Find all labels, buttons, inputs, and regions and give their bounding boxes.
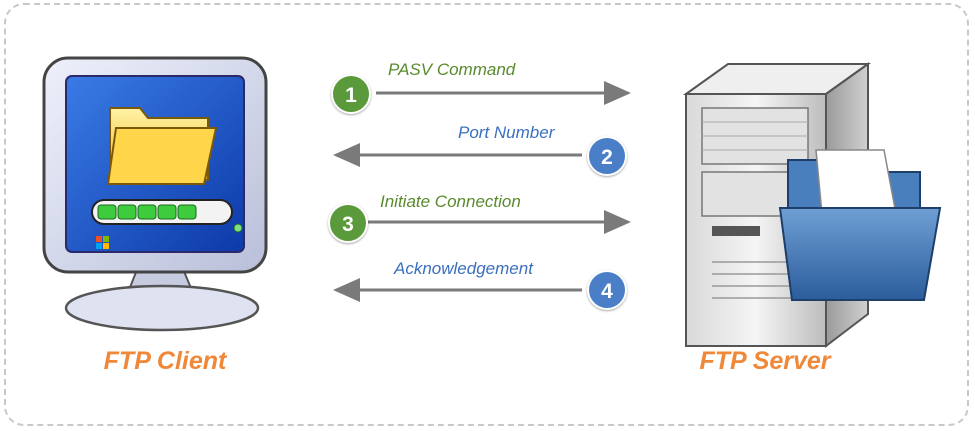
step-3-badge: 3	[328, 203, 368, 243]
step-arrows	[333, 81, 631, 302]
step-4-badge: 4	[587, 270, 627, 310]
server-computer-icon	[682, 62, 942, 349]
step-3-label: Initiate Connection	[380, 192, 521, 211]
step-4-label: Acknowledgement	[394, 259, 533, 278]
step-2-label: Port Number	[458, 123, 555, 142]
server-caption: FTP Server	[699, 347, 831, 375]
step-1-badge: 1	[331, 74, 371, 114]
client-computer-icon	[42, 56, 268, 332]
step-1-label: PASV Command	[388, 60, 516, 79]
client-caption: FTP Client	[103, 347, 227, 375]
step-2-badge: 2	[587, 136, 627, 176]
